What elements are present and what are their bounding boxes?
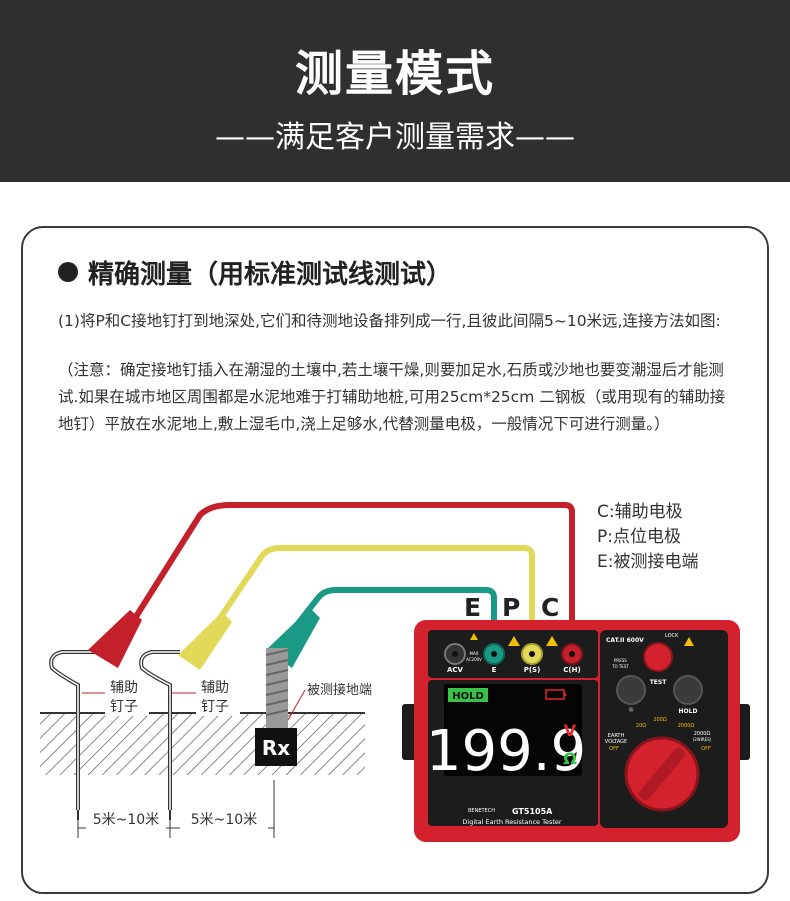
aux-label-2-bottom: 钉子 bbox=[201, 699, 229, 715]
red-clip-icon bbox=[88, 610, 142, 668]
wire-p bbox=[192, 545, 535, 657]
aux-label-1-bottom: 钉子 bbox=[110, 699, 138, 715]
section-title: 精确测量（用标准测试线测试） bbox=[58, 254, 452, 291]
instruction-paragraph: (1)将P和C接地钉打到地深处,它们和待测地设备排列成一行,且彼此间隔5~10米… bbox=[58, 312, 721, 330]
leader-3 bbox=[287, 689, 306, 721]
warning-icon bbox=[508, 636, 520, 646]
svg-text:(2WIRES): (2WIRES) bbox=[693, 737, 712, 742]
sun-icon: ☼ bbox=[628, 706, 634, 714]
rx-label: Rx bbox=[262, 736, 290, 760]
terminal-letter-c: C bbox=[541, 593, 560, 622]
hold-button[interactable] bbox=[673, 675, 703, 705]
svg-text:TEST: TEST bbox=[650, 679, 668, 686]
svg-text:VOLTAGE: VOLTAGE bbox=[605, 739, 627, 745]
soil-hatch bbox=[40, 713, 365, 775]
svg-text:EARTH: EARTH bbox=[608, 733, 625, 739]
svg-text:OFF: OFF bbox=[609, 746, 619, 752]
aux-label-2-top: 辅助 bbox=[201, 680, 229, 696]
svg-text:CAT.II 600V: CAT.II 600V bbox=[606, 637, 644, 644]
device-ground-label: 被测接地端 bbox=[307, 682, 372, 698]
lcd-unit-ohm: Ω bbox=[563, 749, 577, 768]
model-label: GT5105A bbox=[512, 807, 553, 816]
svg-text:20Ω: 20Ω bbox=[636, 723, 646, 729]
legend-e: E:被测接电端 bbox=[597, 552, 699, 572]
aux-label-1-top: 辅助 bbox=[110, 680, 138, 696]
svg-text:AC200V: AC200V bbox=[466, 657, 482, 662]
svg-text:BENETECH: BENETECH bbox=[468, 808, 495, 814]
svg-text:OFF: OFF bbox=[701, 746, 711, 752]
bullet-icon bbox=[58, 262, 78, 282]
acv-label: ACV bbox=[447, 666, 464, 674]
svg-text:TO TEST: TO TEST bbox=[611, 664, 629, 669]
wire-c bbox=[112, 502, 575, 652]
test-lock-knob[interactable] bbox=[643, 642, 673, 672]
yellow-clip-icon bbox=[178, 612, 232, 670]
terminal-letter-e: E bbox=[464, 593, 482, 622]
lcd-reading: 199.9 bbox=[426, 719, 586, 784]
legend-c: C:辅助电极 bbox=[597, 502, 683, 522]
section-title-text: 精确测量（用标准测试线测试） bbox=[88, 260, 453, 290]
lcd-hold-indicator: HOLD bbox=[452, 691, 484, 702]
legend-p: P:点位电极 bbox=[597, 527, 681, 547]
svg-text:HOLD: HOLD bbox=[679, 708, 698, 715]
distance-1: 5米~10米 bbox=[93, 812, 159, 828]
light-button[interactable] bbox=[616, 675, 646, 705]
product-name: Digital Earth Resistance Tester bbox=[462, 818, 562, 826]
distance-2: 5米~10米 bbox=[191, 812, 257, 828]
svg-text:MAX: MAX bbox=[470, 651, 479, 656]
svg-text:E: E bbox=[492, 666, 497, 674]
svg-text:200Ω: 200Ω bbox=[653, 717, 667, 723]
wire-e bbox=[282, 587, 497, 650]
rx-box bbox=[255, 728, 297, 766]
note-paragraph: （注意：确定接地钉插入在潮湿的土壤中,若土壤干燥,则要加足水,石质或沙地也要变潮… bbox=[58, 361, 726, 433]
svg-text:P(S): P(S) bbox=[524, 666, 541, 674]
svg-text:C(H): C(H) bbox=[563, 666, 580, 674]
lcd-unit-v: V bbox=[564, 721, 577, 740]
lcd-screen bbox=[444, 684, 582, 776]
svg-text:LOCK: LOCK bbox=[665, 633, 679, 639]
svg-text:2000Ω: 2000Ω bbox=[678, 723, 695, 729]
earth-resistance-tester: ACV MAX AC200V E P(S) C(H) HOLD 199.9 V … bbox=[402, 620, 750, 842]
header-banner bbox=[0, 0, 790, 182]
electrode-legend: C:辅助电极 P:点位电极 E:被测接电端 bbox=[597, 500, 698, 575]
svg-text:PRESS: PRESS bbox=[614, 658, 627, 663]
page-title: 测量模式 bbox=[294, 46, 495, 102]
warning-icon-2 bbox=[546, 636, 558, 646]
svg-text:2000Ω: 2000Ω bbox=[694, 731, 711, 737]
page-subtitle: ——满足客户测量需求—— bbox=[215, 120, 575, 155]
terminal-letter-p: P bbox=[502, 593, 521, 622]
ground-spring bbox=[265, 648, 289, 730]
